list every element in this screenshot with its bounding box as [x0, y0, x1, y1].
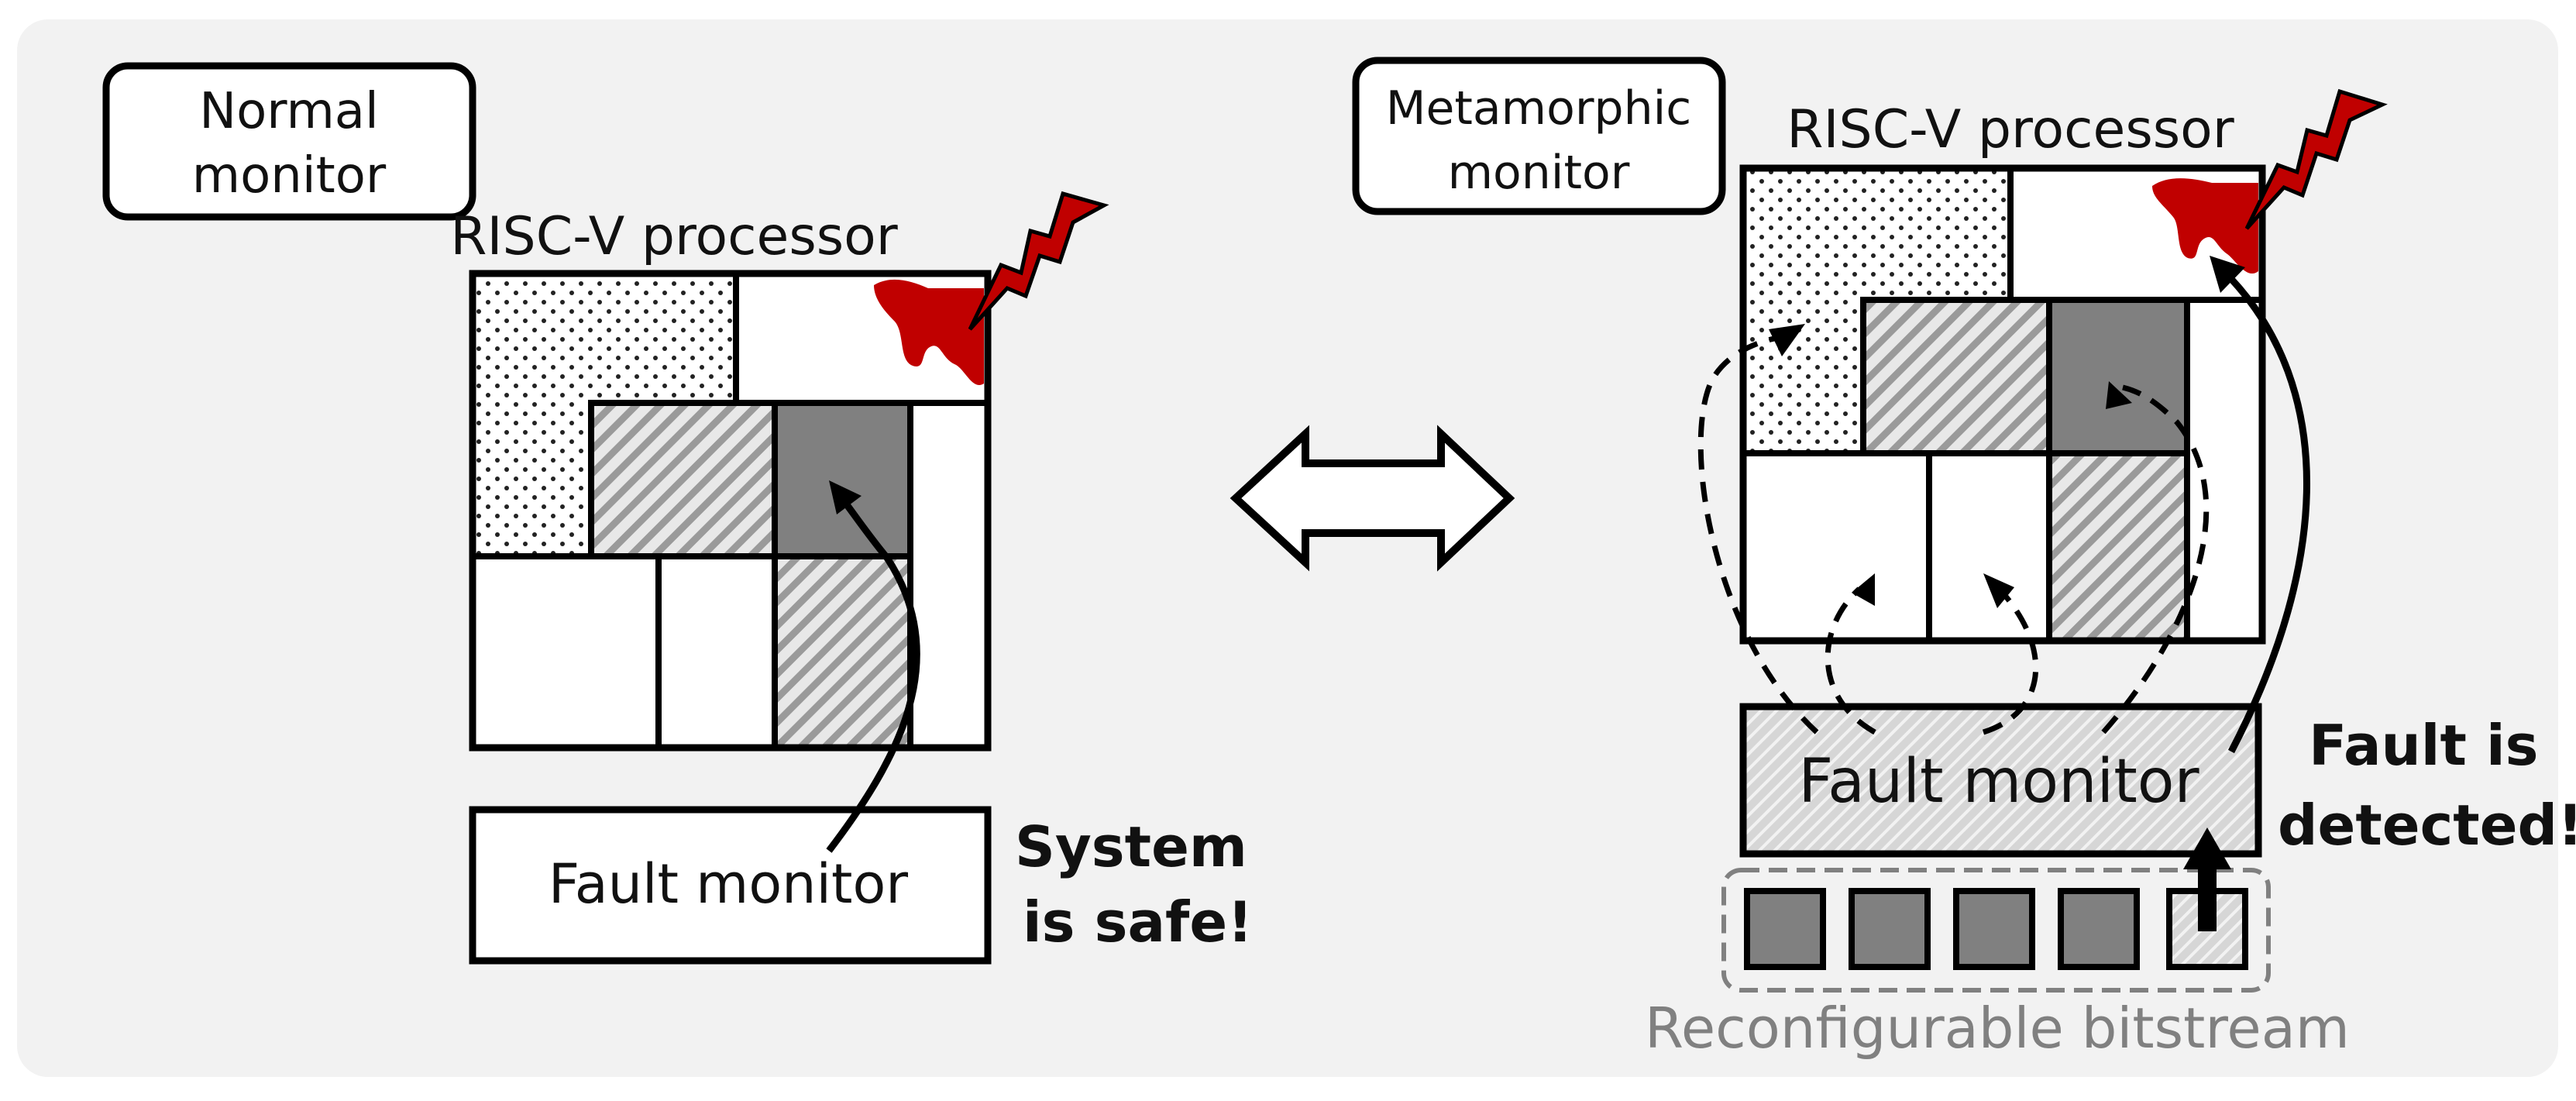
metamorphic-monitor-label-line2: monitor [1448, 146, 1630, 200]
right-block-dark [2046, 297, 2190, 456]
right-fault-splash-icon [2152, 178, 2258, 274]
metamorphic-monitor-label-line1: Metamorphic [1386, 81, 1692, 136]
right-block-right-column [2184, 297, 2265, 644]
bitstream-block-4 [2058, 888, 2140, 970]
right-fault-monitor-label: Fault monitor [1798, 747, 2199, 817]
bitstream-up-arrow-shaft [2198, 868, 2217, 931]
dashed-arrows [1697, 334, 2210, 735]
right-status-line1: Fault is [2309, 713, 2539, 778]
bitstream-up-arrow-head [2183, 827, 2231, 869]
left-status-line1: System [1015, 814, 1247, 879]
bidirectional-arrow-icon [1230, 425, 1515, 572]
right-panel: Metamorphic monitor RISC-V processor Fau… [1352, 57, 2576, 1061]
left-panel: Normal monitor RISC-V processor Fault mo… [102, 62, 1253, 965]
right-detect-arrow-head [2210, 256, 2245, 293]
dashed-arrow-to-dotted [1697, 334, 1819, 735]
left-processor [469, 270, 992, 752]
normal-monitor-label-line2: monitor [192, 147, 387, 205]
left-block-hatched-bottom [772, 553, 913, 751]
left-block-bottom-left [469, 553, 662, 751]
dashed-arrow-to-dark [2101, 384, 2210, 735]
left-block-bottom-mid [655, 553, 778, 751]
dashed-arrow-heads [1769, 324, 2132, 608]
right-processor-outline [1739, 164, 2266, 645]
right-status-line2: detected! [2278, 793, 2576, 858]
right-processor [1739, 164, 2266, 645]
left-status-line2: is safe! [1023, 889, 1253, 955]
left-processor-label: RISC-V processor [450, 206, 898, 267]
right-block-hatched-mid [1860, 297, 2052, 456]
left-fault-splash-icon [874, 279, 984, 386]
right-block-bottom-mid [1926, 450, 2052, 644]
bitstream-block-2 [1849, 888, 1931, 970]
normal-monitor-label-line1: Normal [199, 83, 379, 140]
left-monitor-arrow [826, 492, 920, 853]
bitstream-block-3 [1953, 888, 2035, 970]
right-block-bottom-left [1740, 450, 1932, 644]
right-fault-monitor-box [1739, 703, 2262, 858]
metamorphic-monitor-label-box [1352, 57, 1726, 215]
left-processor-outline [469, 270, 992, 752]
bitstream-label: Reconfigurable bitstream [1645, 996, 2350, 1061]
left-monitor-arrow-head [829, 480, 862, 514]
right-detect-arrow [2228, 276, 2310, 754]
left-block-hatched-mid [588, 400, 778, 559]
normal-monitor-label-box [102, 62, 476, 221]
right-block-hatched-bottom [2046, 450, 2190, 644]
dashed-arrow-to-bottom-left [1825, 587, 1876, 735]
bitstream-block-1 [1744, 888, 1826, 970]
right-lightning-icon [2244, 88, 2388, 230]
left-fault-monitor-label: Fault monitor [549, 852, 908, 916]
left-block-dark [772, 400, 913, 559]
left-lightning-icon [968, 191, 1109, 331]
left-block-right-column [907, 400, 991, 751]
left-fault-monitor-box [469, 806, 992, 965]
right-processor-label: RISC-V processor [1787, 99, 2234, 160]
dashed-arrow-to-bottom-mid [1982, 590, 2038, 735]
bitstream-group-outline [1721, 868, 2271, 993]
